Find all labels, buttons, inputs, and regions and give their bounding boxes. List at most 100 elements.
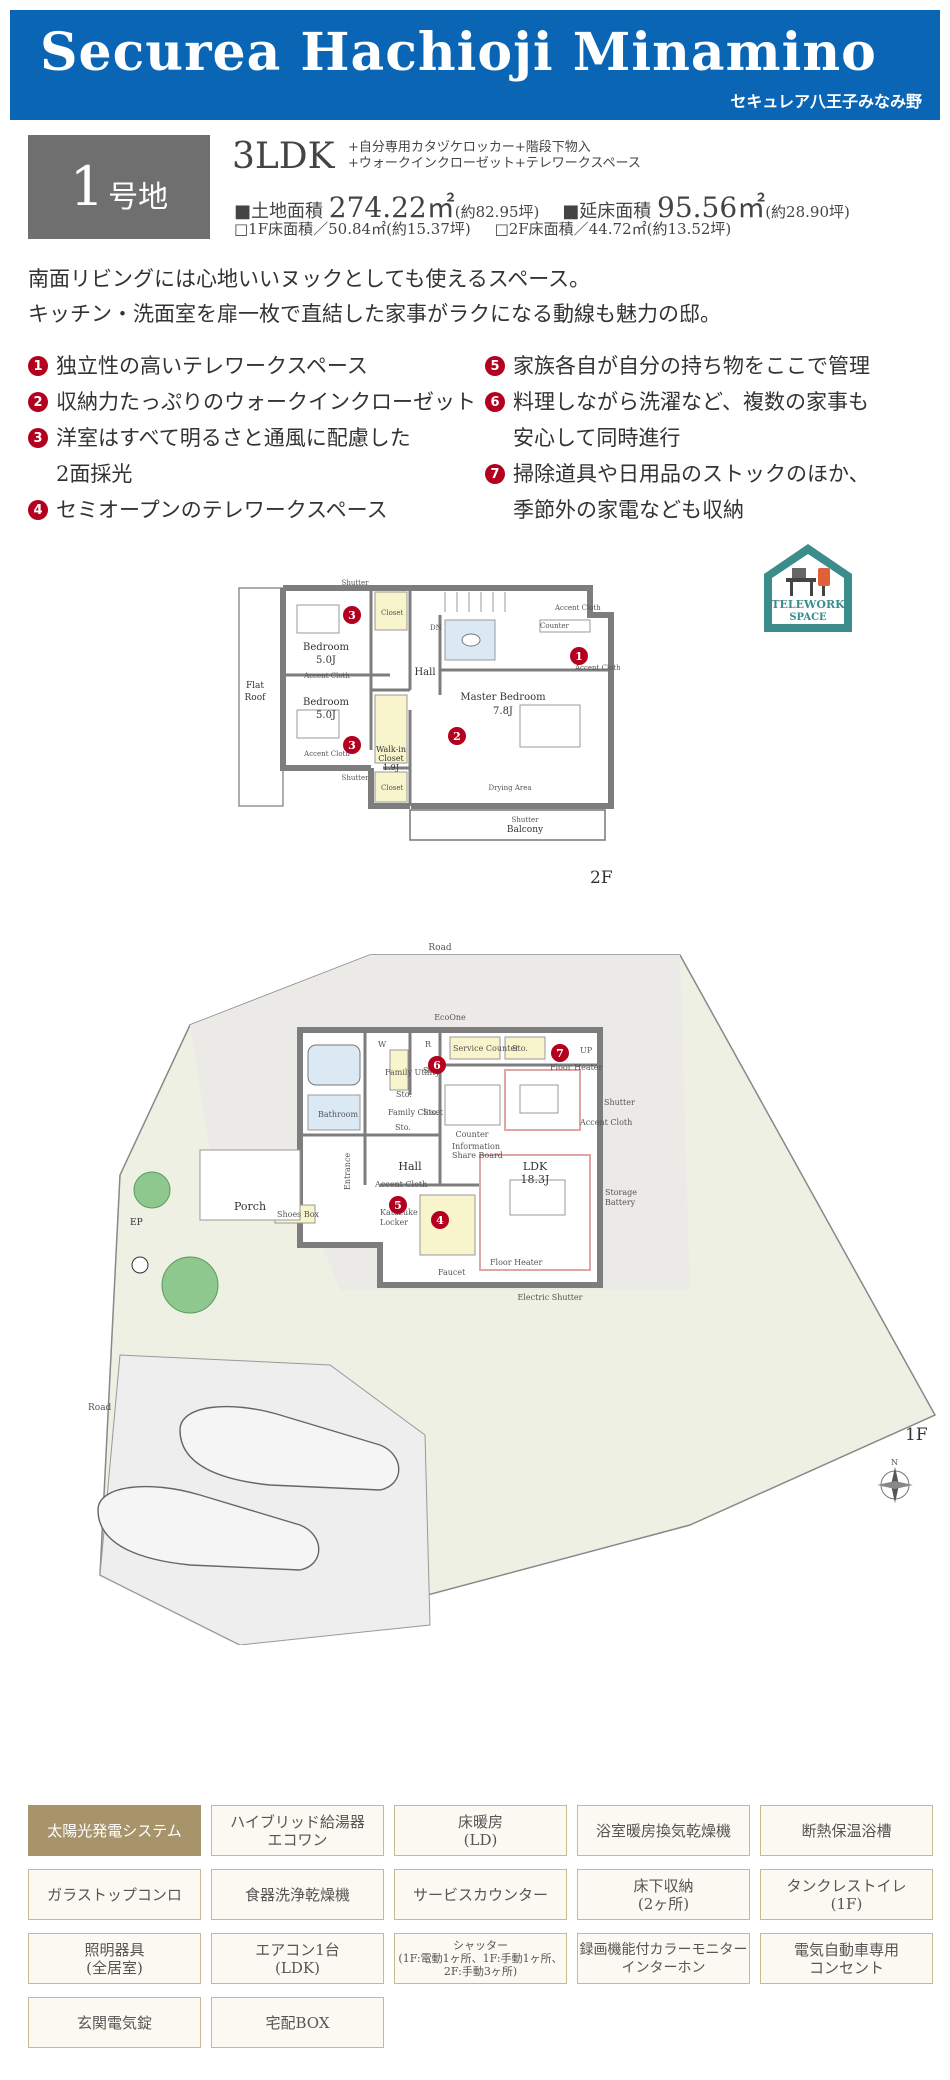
lot-number: 1 <box>69 155 105 218</box>
washroom <box>307 1094 361 1131</box>
label-bathroom: Bathroom <box>318 1110 358 1119</box>
lot-unit: 号地 <box>108 180 169 215</box>
label-hall-2f: Hall <box>414 667 435 678</box>
label-road-left: Road <box>88 1403 112 1413</box>
car-icon-2 <box>97 1485 320 1571</box>
label-faucet: Faucet <box>438 1268 466 1277</box>
label-sto-3: Sto. <box>512 1044 528 1053</box>
label-bedroom-2-size: 5.0J <box>316 710 336 721</box>
closet-2f-bottom <box>374 771 408 803</box>
equipment-item: 食器洗浄乾燥機 <box>211 1869 384 1920</box>
label-balcony: Balcony <box>507 825 544 835</box>
label-accent-cloth-2: Accent Cloth <box>303 750 350 758</box>
feature-text: 独立性の高いテレワークスペース <box>56 354 368 378</box>
label-storage-battery-2: Battery <box>605 1198 636 1207</box>
marker-3-top <box>343 606 361 624</box>
header-banner: Securea Hachioji Minamino セキュレア八王子みなみ野 <box>10 10 940 120</box>
label-up: UP <box>580 1046 593 1055</box>
label-info-board-2: Share Board <box>452 1151 503 1160</box>
label-closet-2: Closet <box>381 784 404 792</box>
label-sto-4: Sto. <box>395 1123 411 1132</box>
label-closet-1: Closet <box>381 609 404 617</box>
floor-heater-area-2 <box>479 1154 591 1271</box>
floor-heater-area-1 <box>504 1069 581 1131</box>
bed-icon <box>296 604 340 634</box>
feature-item: 2 収納力たっぷりのウォークインクローゼット <box>28 384 476 420</box>
feature-number: 3 <box>28 428 48 448</box>
monitor-icon <box>792 568 806 578</box>
label-bedroom-2: Bedroom <box>303 697 349 708</box>
telework-label-2: SPACE <box>789 612 827 623</box>
description-line1: 南面リビングには心地いいヌックとしても使えるスペース。 <box>28 267 591 291</box>
area-summary: ■土地面積 274.22㎡(約82.95坪) ■延床面積 95.56㎡(約28.… <box>234 186 850 226</box>
marker-6-label: 6 <box>433 1059 441 1072</box>
service-counter <box>449 1036 501 1060</box>
equipment-item: 録画機能付カラーモニター インターホン <box>577 1933 750 1984</box>
compass-icon: N <box>877 1458 913 1503</box>
feature-text-cont: 2面採光 <box>56 462 133 486</box>
feature-number: 6 <box>485 392 505 412</box>
equipment-item: エアコン1台 (LDK) <box>211 1933 384 1984</box>
floor-area-tsubo: (約28.90坪) <box>765 203 850 221</box>
storage-7 <box>504 1036 546 1060</box>
label-locker-2: Locker <box>380 1218 408 1227</box>
counter-2f <box>539 619 591 633</box>
label-ecoone: EcoOne <box>434 1013 466 1022</box>
label-shoes-box: Shoes Box <box>277 1210 320 1219</box>
label-porch: Porch <box>234 1200 266 1213</box>
label-sto-5: Sto. <box>423 1108 439 1117</box>
car-icon-1 <box>179 1405 400 1491</box>
feature-text: 料理しながら洗濯など、複数の家事も <box>513 390 869 414</box>
marker-5 <box>389 1196 407 1214</box>
feature-number: 2 <box>28 392 48 412</box>
floor-area-value: 95.56㎡ <box>657 191 766 224</box>
desk-icon <box>786 578 816 582</box>
toilet-icon <box>461 633 481 647</box>
marker-1-label: 1 <box>575 650 583 663</box>
label-road-top: Road <box>428 943 452 953</box>
label-electric-shutter: Electric Shutter <box>517 1293 582 1302</box>
feature-item: 3 洋室はすべて明るさと通風に配慮した 2面採光 <box>28 420 476 492</box>
feature-text-cont: 季節外の家電なども収納 <box>513 498 744 522</box>
dining-table-icon <box>519 1084 559 1114</box>
marker-3-bottom-label: 3 <box>348 739 356 752</box>
marker-2 <box>448 727 466 745</box>
bathtub-icon <box>307 1044 361 1086</box>
label-entrance: Entrance <box>343 1153 352 1190</box>
label-shutter-mid: Shutter <box>342 774 370 782</box>
label-hall-1f: Hall <box>398 1160 422 1173</box>
label-ldk: LDK <box>523 1160 548 1173</box>
label-family-utility: Family Utility <box>385 1068 440 1077</box>
bed-icon <box>296 709 340 739</box>
feature-text: 洋室はすべて明るさと通風に配慮した <box>56 426 411 450</box>
equipment-item: 太陽光発電システム <box>28 1805 201 1856</box>
compass-north-label: N <box>891 1458 898 1467</box>
equipment-item: 宅配BOX <box>211 1997 384 2048</box>
label-storage-battery-1: Storage <box>605 1188 637 1197</box>
page-title: Securea Hachioji Minamino <box>40 22 877 83</box>
label-bedroom-1: Bedroom <box>303 642 349 653</box>
feature-text: 家族各自が自分の持ち物をここで管理 <box>513 354 870 378</box>
equipment-item: ハイブリッド給湯器 エコワン <box>211 1805 384 1856</box>
f2-area: □2F床面積／44.72㎡(約13.52坪) <box>494 220 732 238</box>
feature-text: 収納力たっぷりのウォークインクローゼット <box>56 390 476 414</box>
label-drying-area: Drying Area <box>488 784 531 792</box>
marker-4 <box>431 1211 449 1229</box>
equipment-item: タンクレストイレ (1F) <box>760 1869 933 1920</box>
equipment-item: 床下収納 (2ヶ所) <box>577 1869 750 1920</box>
telework-space-1f <box>419 1194 476 1256</box>
label-info-board-1: Information <box>452 1142 500 1151</box>
plan-options: +自分専用カタヅケロッカー+階段下物入 +ウォークインクローゼット+テレワークス… <box>348 140 641 172</box>
label-sto-1: Sto. <box>396 1090 412 1099</box>
equipment-item: 浴室暖房換気乾燥機 <box>577 1805 750 1856</box>
label-accent-cloth-3: Accent Cloth <box>574 664 620 672</box>
label-w: W <box>378 1040 387 1049</box>
kitchen-counter <box>444 1084 501 1126</box>
equipment-item: ガラストップコンロ <box>28 1869 201 1920</box>
sofa-icon <box>509 1179 566 1216</box>
